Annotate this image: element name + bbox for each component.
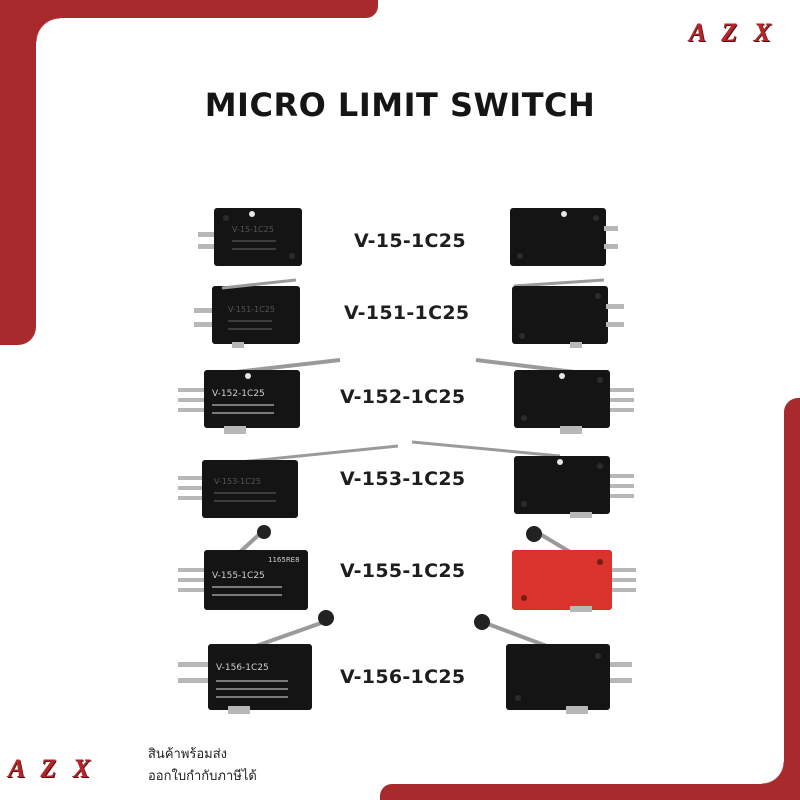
model-label-v156: V-156-1C25 [340, 666, 466, 688]
frame-top-bar [0, 0, 378, 18]
frame-bottom-bar [380, 762, 800, 800]
switch-photo-front-v155: 1165RE8 V-155-1C25 [178, 525, 308, 610]
model-imprint: V-155-1C25 [212, 571, 265, 581]
switch-photo-back-v153 [411, 440, 634, 518]
frame-left-bar [0, 0, 60, 345]
page-title: MICRO LIMIT SWITCH [204, 86, 596, 124]
switch-photo-front-v153: V-153-1C25 [178, 444, 399, 518]
switch-photo-front-v151: V-151-1C25 [194, 278, 300, 348]
model-label-v155: V-155-1C25 [340, 560, 466, 582]
switch-photo-front-v156: V-156-1C25 [178, 610, 334, 714]
switch-photo-back-v156 [474, 614, 632, 714]
model-imprint: V-152-1C25 [212, 389, 265, 399]
switch-photo-back-v155 [512, 526, 636, 612]
brand-logo-top: A Z X [688, 18, 776, 47]
model-label-v15: V-15-1C25 [354, 230, 466, 252]
model-imprint: V-153-1C25 [214, 477, 261, 486]
model-imprint: V-15-1C25 [232, 225, 274, 234]
model-label-v152: V-152-1C25 [340, 386, 466, 408]
model-label-v151: V-151-1C25 [344, 302, 470, 324]
model-label-v153: V-153-1C25 [340, 468, 466, 490]
model-imprint: V-156-1C25 [216, 663, 269, 673]
switch-photo-front-v15: V-15-1C25 [198, 208, 302, 266]
footer-line-tax-invoice: ออกใบกำกับภาษีได้ [148, 769, 257, 784]
svg-text:1165RE8: 1165RE8 [268, 556, 300, 564]
switch-photo-back-v151 [512, 278, 624, 348]
footer-line-in-stock: สินค้าพร้อมส่ง [148, 747, 228, 762]
switch-photo-back-v15 [510, 208, 618, 266]
switch-photo-back-v152 [475, 358, 634, 434]
footer-note: สินค้าพร้อมส่ง ออกใบกำกับภาษีได้ [148, 744, 257, 788]
switch-photo-front-v152: V-152-1C25 [178, 358, 341, 434]
frame-right-bar [784, 398, 800, 800]
brand-logo-bottom: A Z X [8, 754, 96, 783]
model-imprint: V-151-1C25 [228, 305, 275, 314]
